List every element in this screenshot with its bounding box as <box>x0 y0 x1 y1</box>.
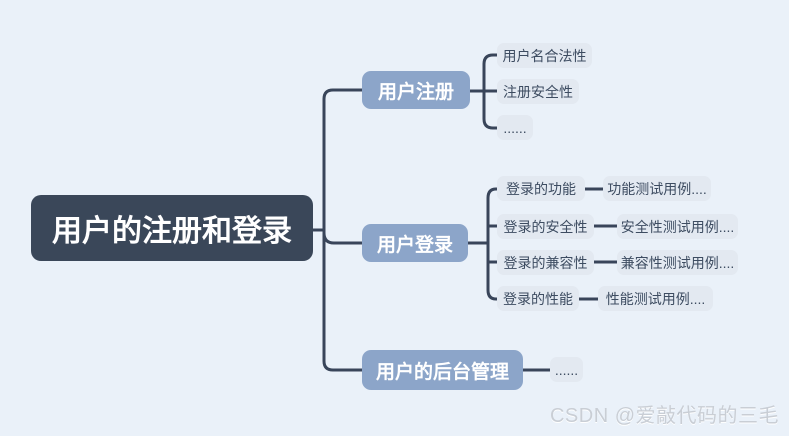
child-node-login-security[interactable]: 登录的安全性 <box>497 214 594 239</box>
connector-branch1-trunk <box>482 53 497 130</box>
csdn-watermark: CSDN @爱敲代码的三毛 <box>549 405 779 427</box>
connector-main-trunk <box>322 88 362 372</box>
grandchild-node-compatibility-test-cases[interactable]: 兼容性测试用例.... <box>617 250 738 275</box>
grandchild-node-security-test-cases[interactable]: 安全性测试用例.... <box>617 214 738 239</box>
child-node-register-security[interactable]: 注册安全性 <box>497 79 579 104</box>
connector-branch2-curve <box>322 232 362 245</box>
child-node-username-validity[interactable]: 用户名合法性 <box>497 43 592 68</box>
child-node-backend-ellipsis[interactable]: ...... <box>550 357 583 382</box>
grandchild-node-function-test-cases[interactable]: 功能测试用例.... <box>603 176 711 201</box>
branch-node-user-backend-management[interactable]: 用户的后台管理 <box>362 350 523 390</box>
child-node-register-ellipsis[interactable]: ...... <box>497 115 533 140</box>
branch-node-user-login[interactable]: 用户登录 <box>362 224 468 262</box>
child-node-login-performance[interactable]: 登录的性能 <box>497 286 579 311</box>
grandchild-node-performance-test-cases[interactable]: 性能测试用例.... <box>598 286 713 311</box>
child-node-login-compatibility[interactable]: 登录的兼容性 <box>497 250 594 275</box>
root-node-user-register-login[interactable]: 用户的注册和登录 <box>31 195 313 261</box>
connector-branch2-trunk <box>486 187 497 301</box>
child-node-login-function[interactable]: 登录的功能 <box>497 176 585 201</box>
branch-node-user-register[interactable]: 用户注册 <box>362 71 470 109</box>
